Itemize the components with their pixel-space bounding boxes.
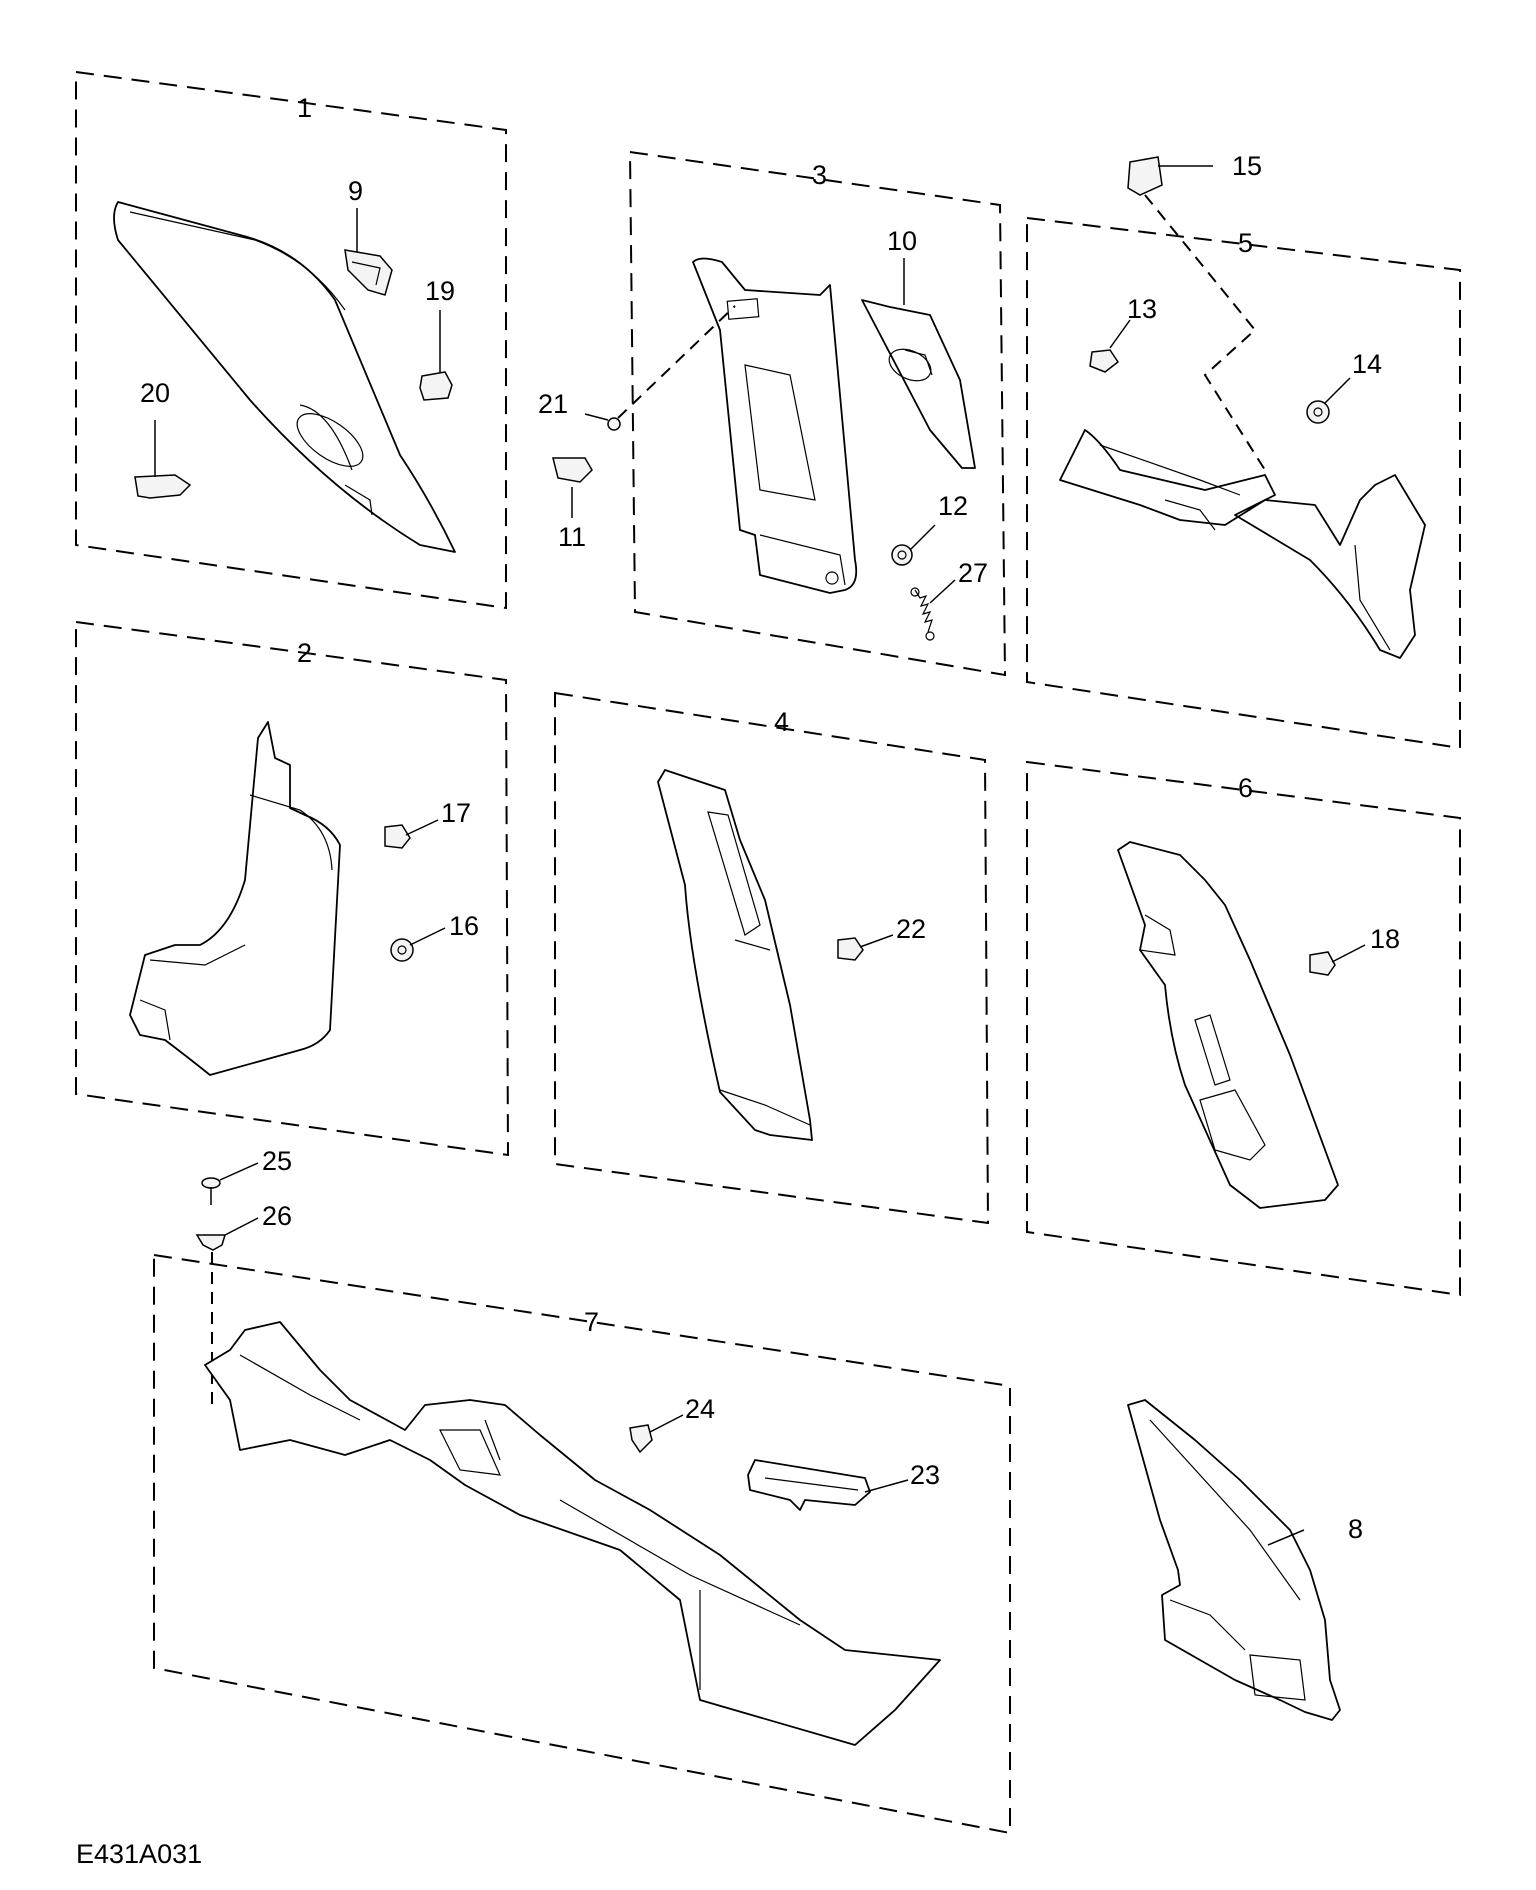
- part-4-b-pillar-lower-trim: [657, 769, 813, 1141]
- callout-8: 8: [1348, 1514, 1363, 1544]
- callout-18: 18: [1370, 924, 1400, 954]
- callout-1: 1: [297, 93, 312, 123]
- part-5-c-pillar-trim: [1059, 429, 1426, 659]
- part-11-cover: [552, 457, 593, 483]
- group-box-1: [75, 70, 507, 610]
- part-6-c-pillar-lower-trim: [1117, 841, 1339, 1209]
- callout-10: 10: [887, 226, 917, 256]
- callout-21: 21: [538, 389, 568, 419]
- callout-11: 11: [558, 522, 586, 552]
- callout-9: 9: [348, 176, 363, 206]
- part-21-screw: [607, 417, 621, 431]
- callout-16: 16: [449, 911, 479, 941]
- callout-12: 12: [938, 491, 968, 521]
- part-12-nut: [891, 544, 913, 566]
- part-27-spring: [910, 587, 935, 641]
- part-8-quarter-trim: [1127, 1399, 1341, 1721]
- part-13-clip: [1089, 349, 1120, 373]
- group-box-5: [1026, 216, 1461, 750]
- part-25-screw: [201, 1177, 221, 1205]
- callout-26: 26: [262, 1201, 292, 1231]
- callout-17: 17: [441, 798, 471, 828]
- callout-15: 15: [1232, 151, 1262, 181]
- callout-20: 20: [140, 378, 170, 408]
- callout-4: 4: [774, 707, 789, 737]
- callout-7: 7: [584, 1307, 599, 1337]
- part-19-clip: [419, 371, 453, 401]
- part-24-clip: [629, 1424, 653, 1454]
- part-23-bracket: [747, 1459, 871, 1511]
- group-box-4: [554, 691, 990, 1225]
- part-20-clip: [134, 474, 192, 499]
- part-18-clip: [1309, 951, 1336, 976]
- callout-5: 5: [1238, 228, 1253, 258]
- callout-27: 27: [958, 558, 988, 588]
- callout-3: 3: [812, 160, 827, 190]
- part-3-b-pillar-trim: [692, 257, 858, 594]
- part-16-nut: [390, 938, 414, 962]
- callout-2: 2: [297, 638, 312, 668]
- diagram-code: E431A031: [76, 1839, 202, 1869]
- group-box-3: [628, 150, 1007, 677]
- part-22-clip: [837, 937, 864, 961]
- part-17-clip: [384, 824, 411, 849]
- group-box-6: [1026, 760, 1461, 1297]
- part-26-push-clip: [195, 1234, 227, 1251]
- part-7-sill-trim: [204, 1321, 941, 1746]
- callout-19: 19: [425, 276, 455, 306]
- part-14-nut: [1306, 400, 1330, 424]
- part-2-lower-trim: [129, 721, 341, 1076]
- callout-6: 6: [1238, 773, 1253, 803]
- part-9-clip: [344, 249, 393, 296]
- callout-13: 13: [1127, 294, 1157, 324]
- callout-23: 23: [910, 1460, 940, 1490]
- callout-24: 24: [685, 1394, 715, 1424]
- callout-25: 25: [262, 1146, 292, 1176]
- part-1-a-pillar-trim: [113, 201, 456, 553]
- group-box-2: [75, 620, 510, 1157]
- callout-14: 14: [1352, 349, 1382, 379]
- group-box-7: [153, 1253, 1011, 1835]
- callout-22: 22: [896, 914, 926, 944]
- part-15-clip: [1127, 156, 1163, 196]
- part-10-b-pillar-upper-panel: [861, 299, 976, 469]
